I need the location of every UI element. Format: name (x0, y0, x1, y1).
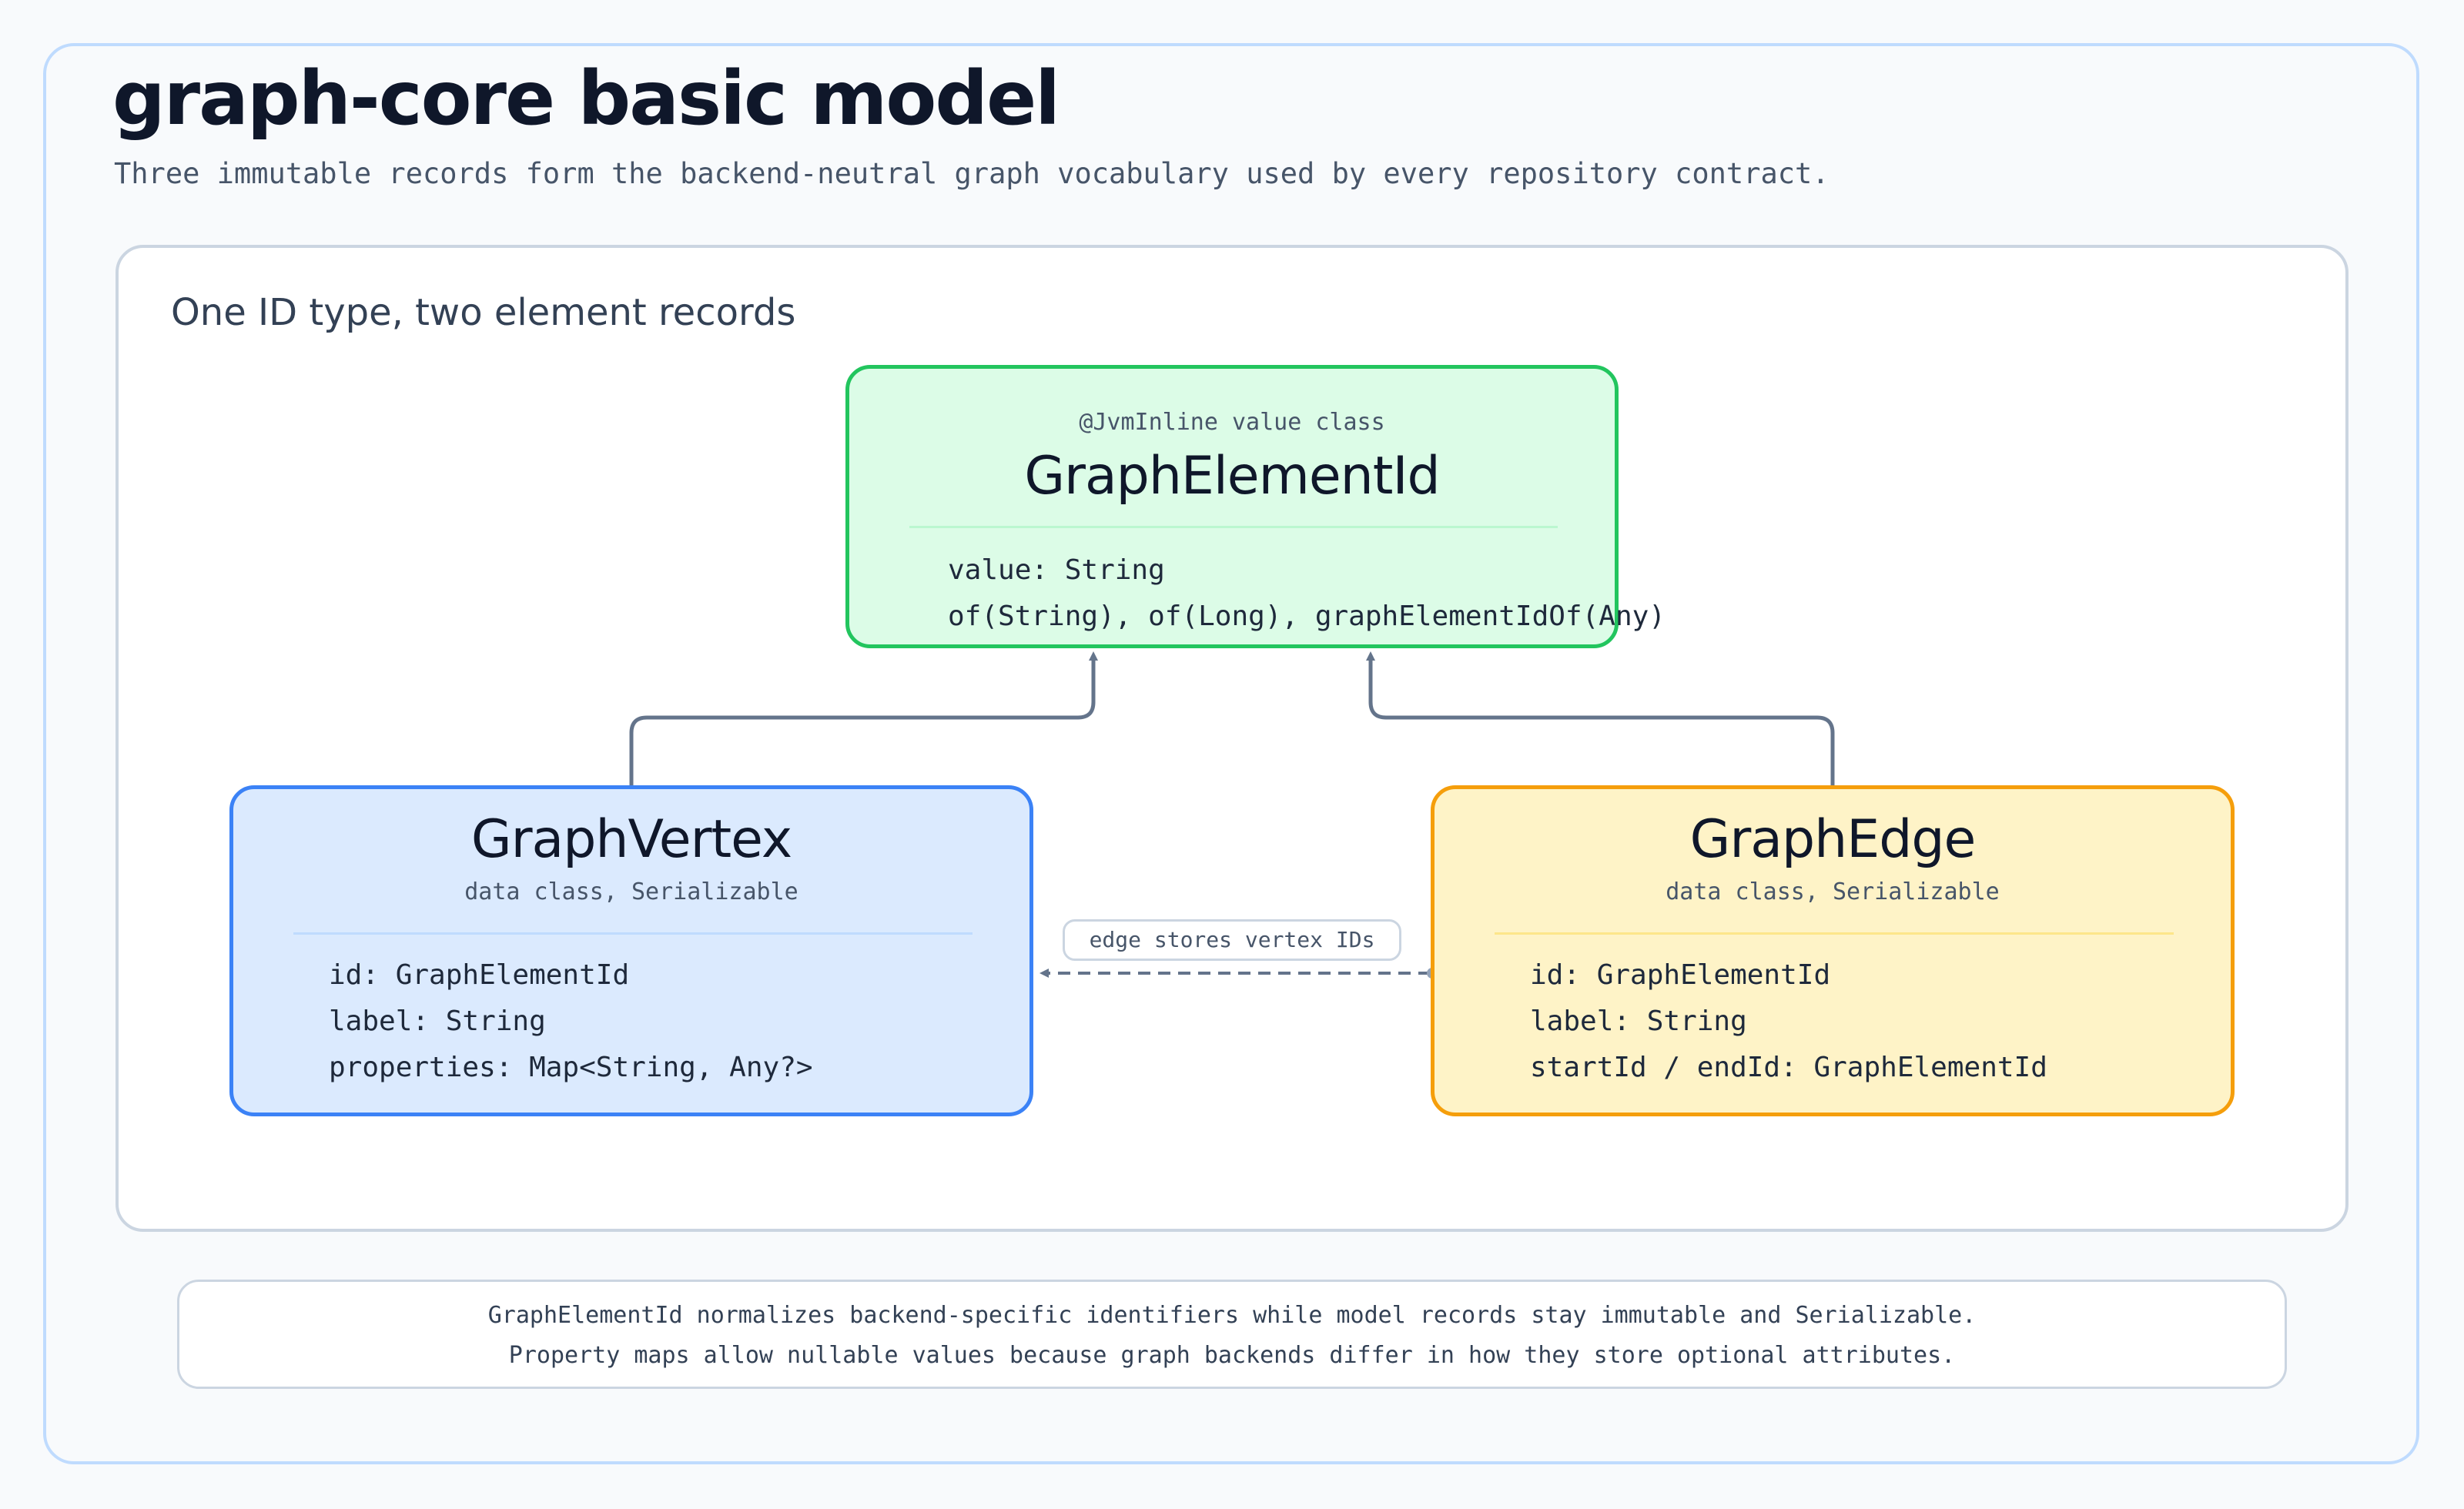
id-class-name: GraphElementId (1024, 446, 1440, 507)
vertex-kind: data class, Serializable (464, 878, 798, 905)
page-subtitle: Three immutable records form the backend… (114, 157, 1830, 190)
edge-class-name: GraphEdge (1689, 809, 1977, 870)
footer-note: GraphElementId normalizes backend-specif… (177, 1280, 2287, 1389)
graph-edge-card: GraphEdge data class, Serializable id: G… (1431, 785, 2235, 1116)
vertex-class-name: GraphVertex (470, 809, 792, 870)
id-field: of(String), of(Long), graphElementIdOf(A… (948, 601, 1666, 632)
vertex-to-id-connector (629, 651, 1098, 785)
vertex-field: properties: Map<String, Any?> (329, 1052, 813, 1083)
id-field-list: value: String of(String), of(Long), grap… (948, 547, 1666, 640)
edge-field-list: id: GraphElementId label: String startId… (1530, 952, 2047, 1091)
note-line: GraphElementId normalizes backend-specif… (487, 1302, 1977, 1329)
edge-kind: data class, Serializable (1666, 878, 2000, 905)
edge-to-id-connector (1366, 651, 1835, 785)
id-stereotype: @JvmInline value class (1079, 409, 1385, 436)
page-title: graph-core basic model (112, 55, 1060, 142)
vertex-field: id: GraphElementId (329, 959, 630, 991)
edge-stores-ids-label: edge stores vertex IDs (1063, 919, 1401, 961)
vertex-divider (293, 932, 973, 935)
vertex-field: label: String (329, 1005, 546, 1037)
note-line: Property maps allow nullable values beca… (508, 1342, 1956, 1369)
panel-title: One ID type, two element records (171, 291, 796, 334)
vertex-field-list: id: GraphElementId label: String propert… (329, 952, 813, 1091)
graph-vertex-card: GraphVertex data class, Serializable id:… (229, 785, 1033, 1116)
id-divider (909, 526, 1558, 528)
edge-field: label: String (1530, 1005, 1747, 1037)
id-field: value: String (948, 554, 1165, 586)
edge-divider (1495, 932, 2174, 935)
graph-element-id-card: @JvmInline value class GraphElementId va… (845, 365, 1666, 648)
edge-field: startId / endId: GraphElementId (1530, 1052, 2047, 1083)
edge-field: id: GraphElementId (1530, 959, 1831, 991)
